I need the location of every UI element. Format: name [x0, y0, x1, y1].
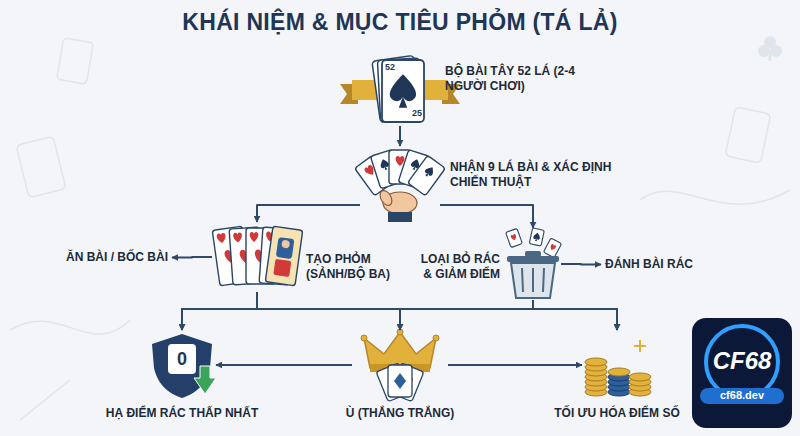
node-label: LOẠI BỎ RÁC & GIẢM ĐIỂM: [410, 252, 500, 282]
trash-can-icon: [506, 228, 562, 298]
node-label: Ù (THẮNG TRẮNG): [300, 406, 500, 421]
watermark-text: CF68: [692, 347, 792, 375]
icon-node: LOẠI BỎ RÁC & GIẢM ĐIỂM: [505, 228, 561, 300]
connector-arrow: [561, 263, 601, 266]
icon-node: TẠO PHỎM (SẢNH/BỘ BA): [212, 222, 302, 292]
node-text: ĐÁNH BÀI RÁC: [601, 255, 697, 274]
connector-arrow: [400, 300, 533, 330]
diagram-title: KHÁI NIỆM & MỤC TIÊU PHỎM (TÁ LẢ): [0, 9, 800, 36]
connector-arrow: [257, 205, 360, 222]
node-label: NHẬN 9 LÁ BÀI & XÁC ĐỊNH CHIẾN THUẬT: [450, 160, 625, 190]
coins-icon: [585, 340, 651, 396]
connector-arrow: [399, 126, 401, 146]
connector-arrow: [182, 292, 257, 330]
shield-icon: [152, 334, 216, 398]
connector-arrow: [257, 292, 400, 330]
connector-arrow: [182, 300, 533, 330]
node-label: HẠ ĐIỂM RÁC THẤP NHẤT: [82, 406, 282, 421]
connector-arrow: [440, 205, 533, 228]
card-index: 25: [406, 108, 422, 118]
score-digit: 0: [168, 349, 196, 370]
text-node: ĂN BÀI / BỐC BÀI: [62, 248, 172, 267]
text-node: ĐÁNH BÀI RÁC: [601, 255, 697, 274]
card-index: 52: [385, 62, 401, 72]
icon-node: Ù (THẮNG TRẮNG): [352, 330, 448, 400]
connector-arrow: [533, 300, 617, 330]
meld-cards-icon: [212, 226, 303, 286]
node-text: ĂN BÀI / BỐC BÀI: [62, 248, 172, 267]
watermark-text: cf68.dev: [700, 389, 784, 402]
icon-node: TỐI ƯU HÓA ĐIỂM SỐ: [582, 330, 652, 400]
connector-arrow: [448, 364, 582, 366]
connector-arrow: [172, 256, 212, 259]
hand-of-cards-icon: [355, 150, 446, 222]
background-doodles: [10, 36, 790, 420]
icon-node: NHẬN 9 LÁ BÀI & XÁC ĐỊNH CHIẾN THUẬT: [360, 146, 440, 222]
node-label: TỐI ƯU HÓA ĐIỂM SỐ: [517, 406, 717, 421]
connector-arrow: [257, 292, 617, 330]
deck-icon: [340, 55, 460, 122]
connector-arrow: [216, 364, 352, 366]
crown-icon: [361, 329, 439, 402]
node-label: TẠO PHỎM (SẢNH/BỘ BA): [306, 252, 394, 282]
node-label: BỘ BÀI TÂY 52 LÁ (2-4 NGƯỜI CHƠI): [445, 64, 585, 94]
logo-badge: [692, 318, 792, 428]
